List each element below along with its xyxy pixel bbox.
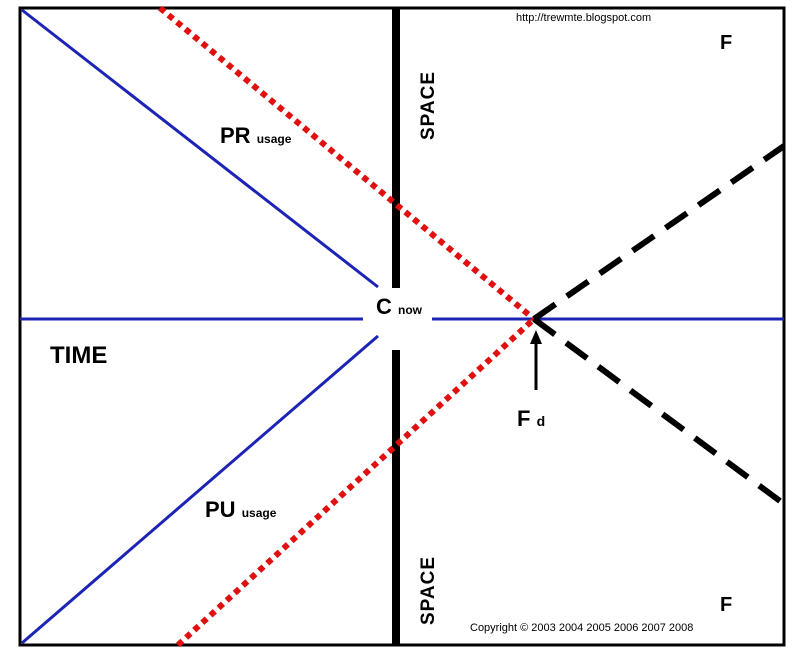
space-label-top: SPACE	[418, 70, 439, 140]
pu-usage-line	[21, 334, 379, 645]
f-label-top: F	[720, 32, 733, 54]
red-dotted-line-upper	[158, 5, 536, 322]
f-label-bottom: F	[720, 594, 733, 616]
fd-label-sub: d	[536, 413, 546, 429]
c-label-main: C	[376, 294, 392, 319]
c-label-sub: now	[398, 303, 423, 317]
future-dashed-line-lower	[532, 316, 782, 504]
pr-label: PR usage	[220, 123, 291, 149]
fd-label: F d	[517, 406, 545, 432]
red-dotted-line-lower	[175, 316, 537, 648]
pu-label-sub: usage	[241, 506, 277, 520]
pr-label-sub: usage	[256, 132, 292, 146]
outer-frame	[18, 6, 786, 647]
pu-label-main: PU	[205, 497, 236, 522]
fd-label-main: F	[517, 406, 531, 431]
pr-label-main: PR	[220, 123, 251, 148]
blog-url: http://trewmte.blogspot.com	[516, 12, 652, 24]
pr-usage-line	[21, 8, 379, 289]
c-now-label: C now	[376, 294, 422, 320]
pu-label: PU usage	[205, 497, 276, 523]
copyright-text: Copyright © 2003 2004 2005 2006 2007 200…	[470, 622, 694, 634]
space-label-bottom: SPACE	[418, 555, 439, 625]
future-dashed-line-upper	[532, 143, 786, 322]
fd-arrow-head-icon	[530, 330, 542, 344]
time-label: TIME	[50, 342, 108, 369]
